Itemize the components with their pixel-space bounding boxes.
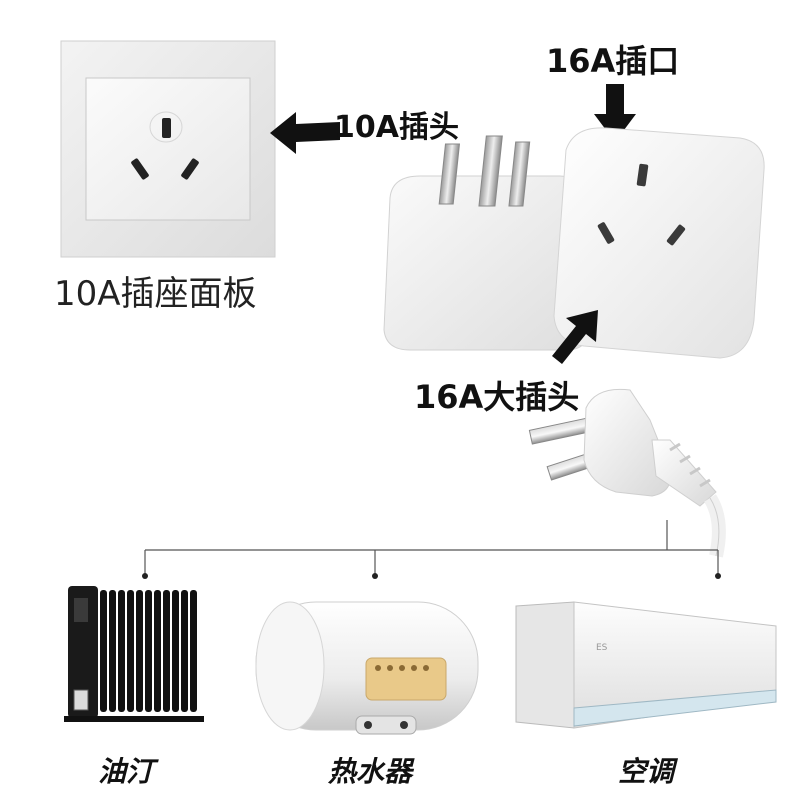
oil-heater-icon <box>64 586 204 722</box>
plug-16a-image <box>528 388 726 558</box>
arrow-up-right-icon <box>552 310 598 364</box>
appliance-label-air-conditioner: 空调 <box>618 755 675 788</box>
air-conditioner-icon: ES <box>515 601 777 729</box>
svg-text:ES: ES <box>596 643 608 653</box>
socket-panel-label: 10A插座面板 <box>54 274 257 314</box>
arrow-left-icon <box>270 112 340 154</box>
water-heater-icon <box>255 601 479 735</box>
outlet-16a-label: 16A插口 <box>546 42 680 80</box>
appliance-label-oil-heater: 油汀 <box>98 755 155 788</box>
plug-10a-label: 10A插头 <box>334 110 459 145</box>
appliance-label-water-heater: 热水器 <box>328 755 413 788</box>
socket-panel-image <box>60 40 276 258</box>
plug-16a-label: 16A大插头 <box>414 378 580 416</box>
